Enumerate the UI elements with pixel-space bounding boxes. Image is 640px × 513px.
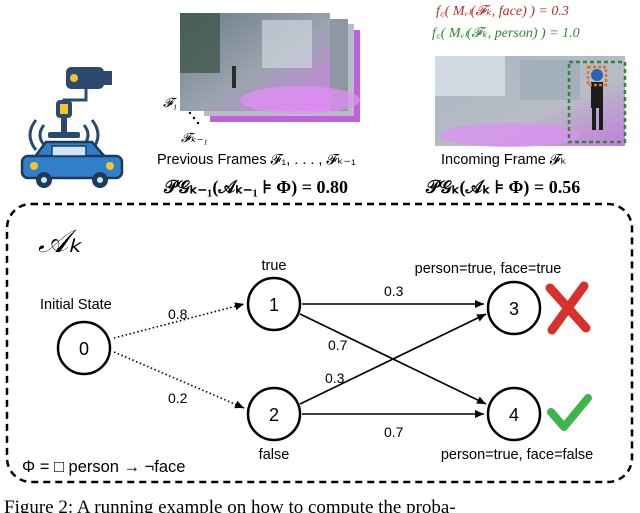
accept-check-icon bbox=[547, 394, 592, 431]
edge-label-0-2: 0.2 bbox=[168, 390, 188, 406]
incoming-probability: 𝒫𝒢ₖ(𝒜ₖ ⊧ Φ) = 0.56 bbox=[425, 177, 580, 198]
initial-state-label: Initial State bbox=[40, 297, 112, 313]
stack-label-first: 𝓕₁ bbox=[163, 95, 177, 110]
state-0: 0 bbox=[56, 320, 112, 376]
edge-label-1-4: 0.7 bbox=[328, 337, 348, 353]
automaton-box bbox=[5, 202, 634, 484]
edge-label-2-4: 0.7 bbox=[384, 424, 404, 440]
car-camera-icon bbox=[20, 67, 124, 188]
previous-frames-stack bbox=[180, 13, 360, 125]
previous-probability: 𝒫𝒢ₖ₋₁(𝒜ₖ₋₁ ⊧ Φ) = 0.80 bbox=[163, 177, 348, 198]
svg-text:1: 1 bbox=[269, 295, 279, 315]
incoming-frame-caption: Incoming Frame 𝓕ₖ bbox=[441, 152, 567, 168]
face-detection-box bbox=[586, 65, 608, 87]
person-detection-box bbox=[567, 60, 627, 144]
edge-label-2-3: 0.3 bbox=[325, 370, 345, 386]
svg-text:3: 3 bbox=[509, 299, 519, 319]
state-2: 2 bbox=[246, 386, 302, 442]
state-2-label: false bbox=[259, 447, 290, 463]
stack-label-last: 𝓕ₖ₋₁ bbox=[181, 130, 208, 145]
svg-text:0: 0 bbox=[79, 339, 89, 359]
svg-text:4: 4 bbox=[509, 405, 519, 425]
state-3-label: person=true, face=true bbox=[415, 261, 562, 277]
figure-caption: Figure 2: A running example on how to co… bbox=[4, 497, 456, 513]
edge-2-3 bbox=[299, 313, 487, 405]
state-3: 3 bbox=[486, 280, 542, 336]
state-1-label: true bbox=[262, 258, 287, 274]
edge-label-1-3: 0.3 bbox=[384, 283, 404, 299]
incoming-frame bbox=[435, 56, 627, 147]
specification-formula: Φ = □ person → ¬face bbox=[22, 458, 185, 476]
automaton-title: 𝒜ₖ bbox=[38, 223, 82, 259]
state-4: 4 bbox=[486, 386, 542, 442]
state-4-label: person=true, face=false bbox=[441, 447, 593, 463]
svg-text:2: 2 bbox=[269, 405, 279, 425]
edge-label-0-1: 0.8 bbox=[168, 306, 188, 322]
state-1: 1 bbox=[246, 276, 302, 332]
person-confidence: f꜀( Mᵥₗ(𝓕ₖ, person) ) = 1.0 bbox=[432, 26, 580, 41]
face-confidence: f꜀( Mᵥₗ(𝓕ₖ, face) ) = 0.3 bbox=[436, 4, 569, 19]
reject-cross-icon bbox=[545, 281, 591, 335]
previous-frames-caption: Previous Frames 𝓕₁, . . . , 𝓕ₖ₋₁ bbox=[157, 152, 356, 168]
